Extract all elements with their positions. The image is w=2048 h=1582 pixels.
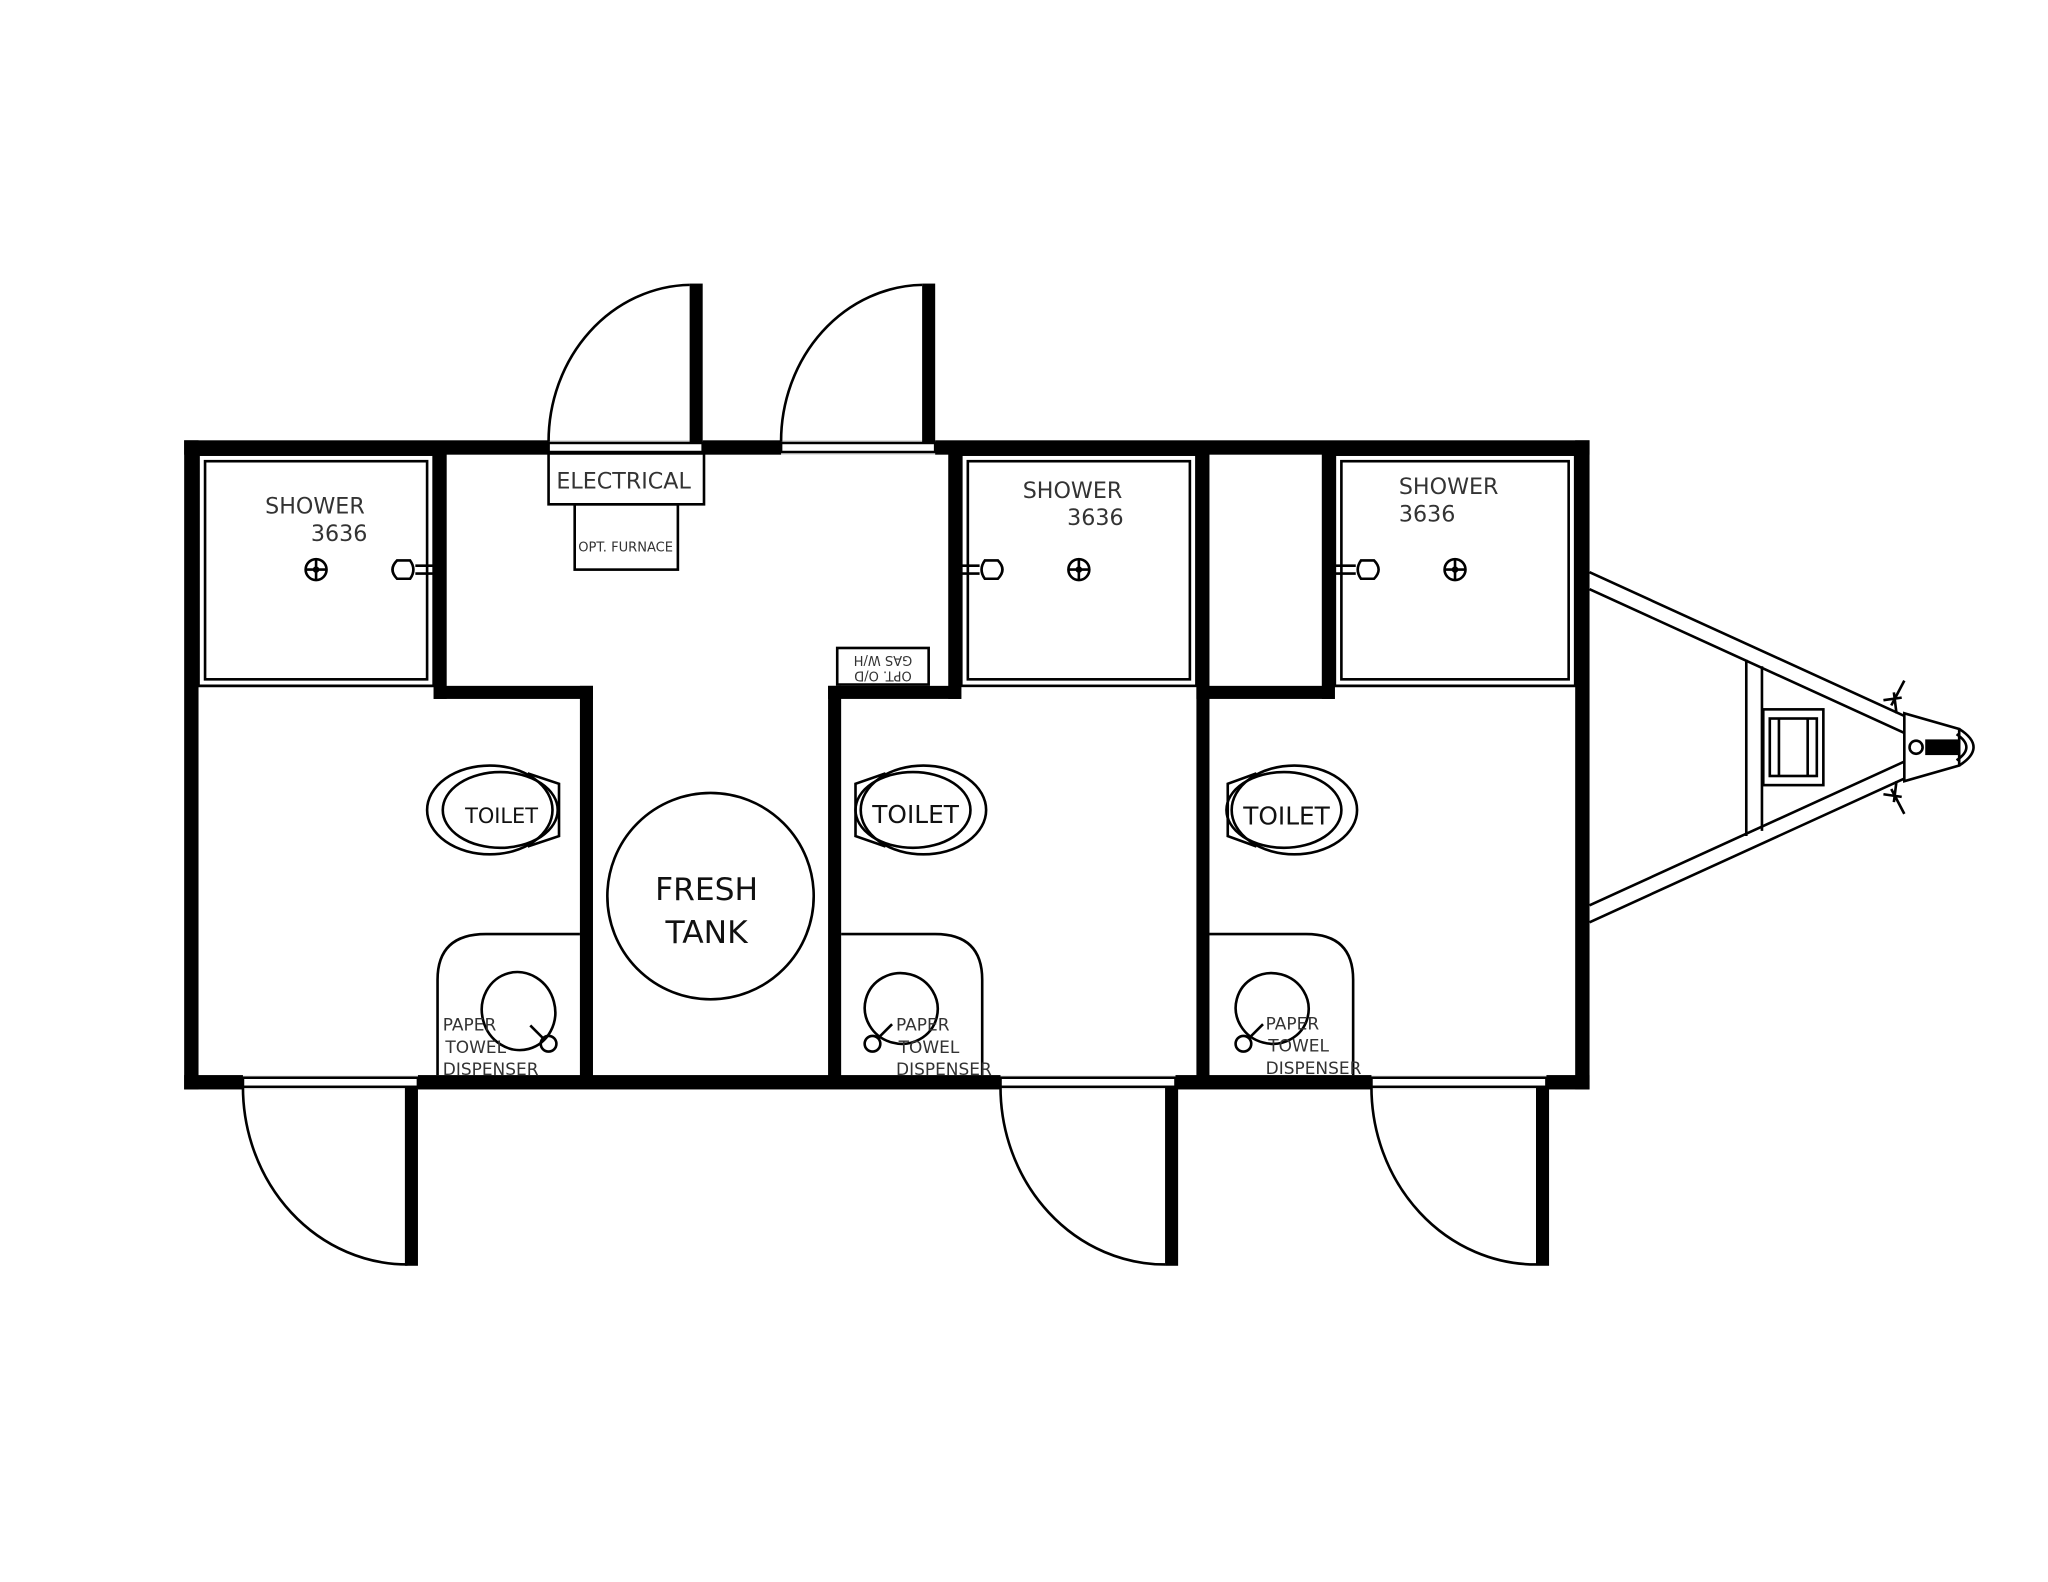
shower-head-icon: [1334, 559, 1380, 581]
shower-label: SHOWER: [1023, 478, 1123, 504]
trailer-tongue: [1589, 571, 1975, 924]
toilet-label: TOILET: [464, 804, 538, 828]
fresh-tank-label-line2: TANK: [665, 915, 750, 951]
paper-towel-label: DISPENSER: [1266, 1059, 1362, 1079]
door-openings-bottom: [241, 1075, 1548, 1090]
toilet-middle: [854, 764, 988, 856]
sink-middle: [841, 932, 984, 1076]
paper-towel-label: DISPENSER: [443, 1060, 539, 1080]
doors: [241, 283, 1550, 1266]
labels: SHOWER 3636 SHOWER 3636 SHOWER 3636 ELEC…: [265, 469, 1498, 1080]
shower-size-label: 3636: [1067, 505, 1123, 531]
drain-icon: [304, 557, 328, 582]
shower-label: SHOWER: [1399, 474, 1499, 500]
toilet-right: [1225, 764, 1359, 856]
paper-towel-label: PAPER: [443, 1016, 497, 1036]
paper-towel-label: TOWEL: [898, 1038, 960, 1058]
interior-walls: [433, 452, 1335, 1079]
sink-right: [1209, 932, 1355, 1076]
electrical-panel: [547, 452, 706, 571]
paper-towel-label: TOWEL: [444, 1038, 506, 1058]
toilet-label: TOILET: [871, 800, 959, 829]
safety-chain-icon: [1883, 680, 1906, 815]
toilet-left: [425, 764, 561, 856]
exterior-walls: [184, 440, 1590, 1090]
paper-towel-label: PAPER: [1266, 1014, 1320, 1034]
shower-label: SHOWER: [265, 493, 365, 519]
water-heater-label-line1: OPT. O/D: [854, 667, 912, 682]
shower-size-label: 3636: [1399, 501, 1455, 527]
paper-towel-label: TOWEL: [1267, 1037, 1329, 1057]
faucet-icon: [529, 1024, 558, 1053]
fresh-tank: [606, 791, 816, 1001]
paper-towel-label: PAPER: [896, 1016, 950, 1036]
electrical-label: ELECTRICAL: [556, 469, 691, 495]
faucet-icon: [863, 1023, 894, 1053]
hitch-coupler-icon: [1903, 711, 1975, 783]
jack-icon: [1761, 708, 1825, 787]
furnace-label: OPT. FURNACE: [578, 540, 673, 555]
shower-middle: [959, 453, 1198, 688]
door-openings-top: [547, 440, 937, 455]
shower-head-icon: [961, 559, 1004, 581]
fresh-tank-label-line1: FRESH: [655, 872, 758, 908]
paper-towel-label: DISPENSER: [896, 1060, 992, 1080]
shower-left: [197, 453, 435, 688]
water-heater-label-line2: GAS W/H: [854, 652, 913, 667]
sink-left: [436, 932, 580, 1076]
drain-icon: [1067, 557, 1091, 582]
shower-size-label: 3636: [311, 521, 367, 547]
drain-icon: [1443, 557, 1467, 582]
shower-head-icon: [391, 559, 434, 581]
toilet-label: TOILET: [1242, 801, 1330, 830]
faucet-icon: [1234, 1023, 1264, 1053]
water-heater-box: [835, 646, 930, 686]
